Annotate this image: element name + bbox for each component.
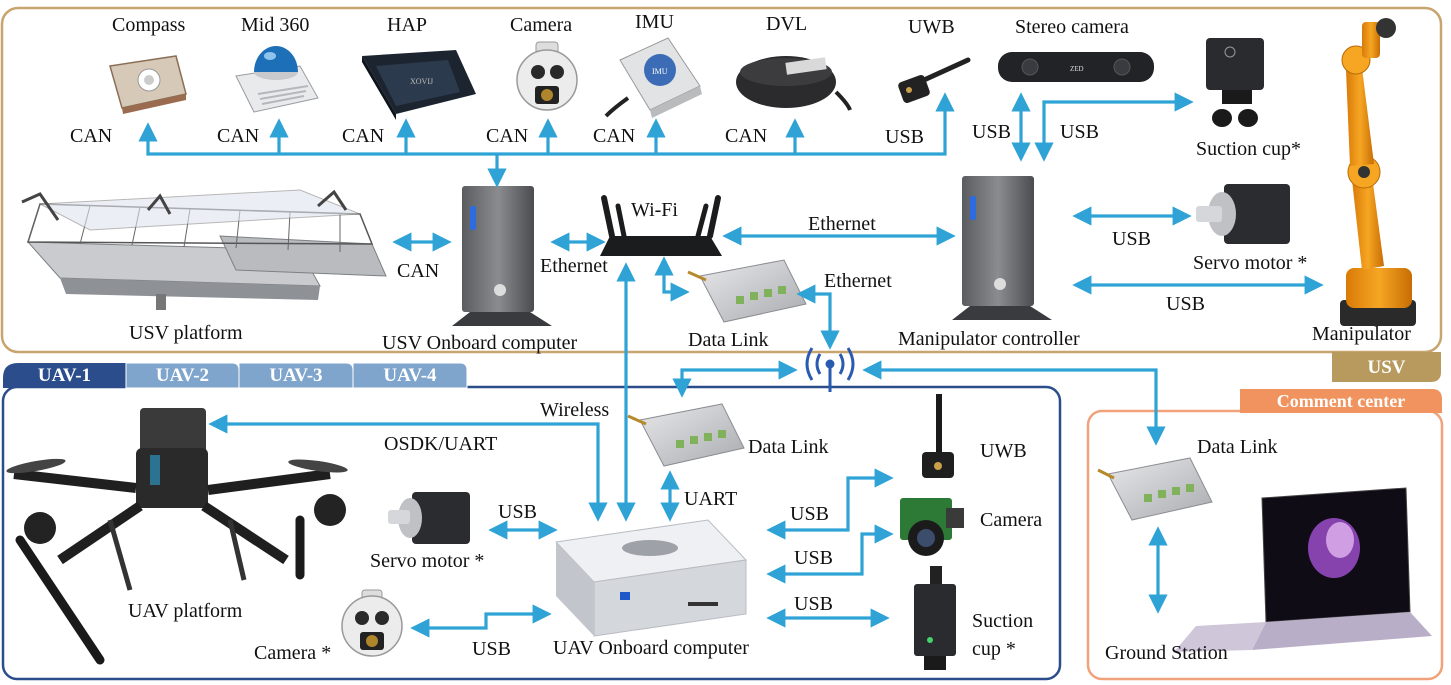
svg-text:IMU: IMU xyxy=(652,67,668,76)
uav-servo-motor-label: Servo motor * xyxy=(370,550,485,572)
uav-group-frame xyxy=(1,385,1062,681)
lidar-hap-icon: XOVIJ xyxy=(362,50,476,120)
usb-label-suction: USB xyxy=(1060,121,1099,143)
usv-can-usb-bus xyxy=(138,92,955,188)
usb-label-servo: USB xyxy=(1112,228,1151,250)
uav-suction-cup-label-line1: Suction xyxy=(972,610,1034,632)
uav-tab-1-shape xyxy=(3,363,126,388)
uav-tab-4-shape xyxy=(352,362,468,389)
imu-icon: IMU xyxy=(604,37,702,118)
uav-uwb-label: UWB xyxy=(980,440,1027,462)
tab-uav-3[interactable]: UAV-3 xyxy=(269,365,323,386)
uav-suction-cup-icon xyxy=(914,566,956,670)
uav-links xyxy=(208,414,894,638)
uav-gimbal-camera-label: Camera * xyxy=(254,642,332,664)
usv-data-link-label: Data Link xyxy=(688,329,769,351)
uwb-label: UWB xyxy=(908,16,955,38)
ethernet-label-datalink: Ethernet xyxy=(824,270,892,292)
uav-suction-cup-label-line2: cup * xyxy=(972,638,1016,660)
uav-onboard-computer-icon xyxy=(554,519,748,637)
uav-gimbal-camera-icon xyxy=(341,589,403,657)
usb-label-uav-camera: USB xyxy=(794,547,833,569)
tab-uav-1[interactable]: UAV-1 xyxy=(37,365,92,386)
usb-label-manipulator: USB xyxy=(1166,293,1205,315)
usb-label-uav-uwb: USB xyxy=(790,503,829,525)
uav-data-link-icon xyxy=(627,403,745,467)
manipulator-controller-label: Manipulator controller xyxy=(898,328,1080,350)
usv-group-label: USV xyxy=(1367,357,1406,378)
can-label-dvl: CAN xyxy=(725,125,768,147)
usv-group-frame xyxy=(0,6,1443,354)
can-label-compass: CAN xyxy=(70,125,113,147)
usb-label-uwb: USB xyxy=(885,126,924,148)
camera-label: Camera xyxy=(510,14,573,36)
usb-label-uav-servo: USB xyxy=(498,501,537,523)
svg-text:ZED: ZED xyxy=(1070,65,1084,73)
usv-platform-label: USV platform xyxy=(129,322,243,344)
suction-cup-icon xyxy=(1206,38,1264,127)
osdk-uart-label: OSDK/UART xyxy=(384,433,498,455)
ethernet-label-router: Ethernet xyxy=(540,255,608,277)
svg-text:XOVIJ: XOVIJ xyxy=(410,77,433,86)
stereo-camera-icon: ZED xyxy=(998,52,1154,82)
ground-data-link-icon xyxy=(1097,457,1213,521)
usv-links xyxy=(392,92,1324,522)
comment-center-tag xyxy=(1240,389,1442,413)
wireless-label: Wireless xyxy=(540,399,610,421)
imu-label: IMU xyxy=(635,11,674,33)
tab-uav-4[interactable]: UAV-4 xyxy=(383,365,437,386)
can-label-camera: CAN xyxy=(486,125,529,147)
wifi-label: Wi-Fi xyxy=(631,199,678,221)
lidar-mid360-icon xyxy=(235,46,319,113)
usv-onboard-computer-icon xyxy=(452,186,552,326)
can-label-mid360: CAN xyxy=(217,125,260,147)
usb-label-uav-gimbal: USB xyxy=(472,638,511,660)
manipulator-controller-icon xyxy=(952,176,1052,320)
uav-uwb-module-icon xyxy=(922,394,954,478)
usv-servo-motor-icon xyxy=(1196,184,1290,244)
mid360-label: Mid 360 xyxy=(241,14,310,36)
uwb-module-icon xyxy=(898,57,971,103)
ground-station-label: Ground Station xyxy=(1105,642,1228,664)
wireless-links xyxy=(672,360,1168,614)
dvl-icon xyxy=(736,56,852,111)
uart-label: UART xyxy=(684,488,738,510)
ethernet-label-manipulator: Ethernet xyxy=(808,213,876,235)
uav-platform-label: UAV platform xyxy=(128,600,243,622)
hap-label: HAP xyxy=(387,14,428,36)
can-label-hap: CAN xyxy=(342,125,385,147)
uav-servo-motor-icon xyxy=(388,492,470,544)
gimbal-camera-icon xyxy=(516,41,578,111)
uav-drone-icon xyxy=(6,408,348,665)
comment-center-group-label: Comment center xyxy=(1276,391,1406,411)
usb-label-stereo: USB xyxy=(972,121,1011,143)
usv-onboard-computer-label: USV Onboard computer xyxy=(382,332,578,354)
uav-data-link-label: Data Link xyxy=(748,436,829,458)
compass-icon xyxy=(109,55,187,114)
wifi-router-icon xyxy=(600,195,722,256)
tab-uav-2[interactable]: UAV-2 xyxy=(155,365,210,386)
manipulator-label: Manipulator xyxy=(1312,323,1411,345)
wireless-antenna-icon xyxy=(805,347,855,392)
compass-label: Compass xyxy=(112,14,186,36)
uav-onboard-computer-label: UAV Onboard computer xyxy=(553,637,749,659)
can-label-platform: CAN xyxy=(397,260,440,282)
suction-cup-label: Suction cup* xyxy=(1196,138,1301,160)
ground-station-laptop-icon xyxy=(1174,487,1432,652)
can-label-imu: CAN xyxy=(593,125,636,147)
stereo-camera-label: Stereo camera xyxy=(1015,16,1129,38)
usb-label-uav-suction: USB xyxy=(794,593,833,615)
uav-camera-label: Camera xyxy=(980,509,1043,531)
usv-platform-icon xyxy=(21,189,387,310)
usv-group-tag xyxy=(1332,352,1441,382)
usv-servo-motor-label: Servo motor * xyxy=(1193,252,1308,274)
usv-data-link-icon xyxy=(687,259,807,323)
uav-board-camera-icon xyxy=(900,498,964,556)
ground-data-link-label: Data Link xyxy=(1197,436,1278,458)
manipulator-arm-icon xyxy=(1340,18,1416,326)
dvl-label: DVL xyxy=(766,13,808,35)
